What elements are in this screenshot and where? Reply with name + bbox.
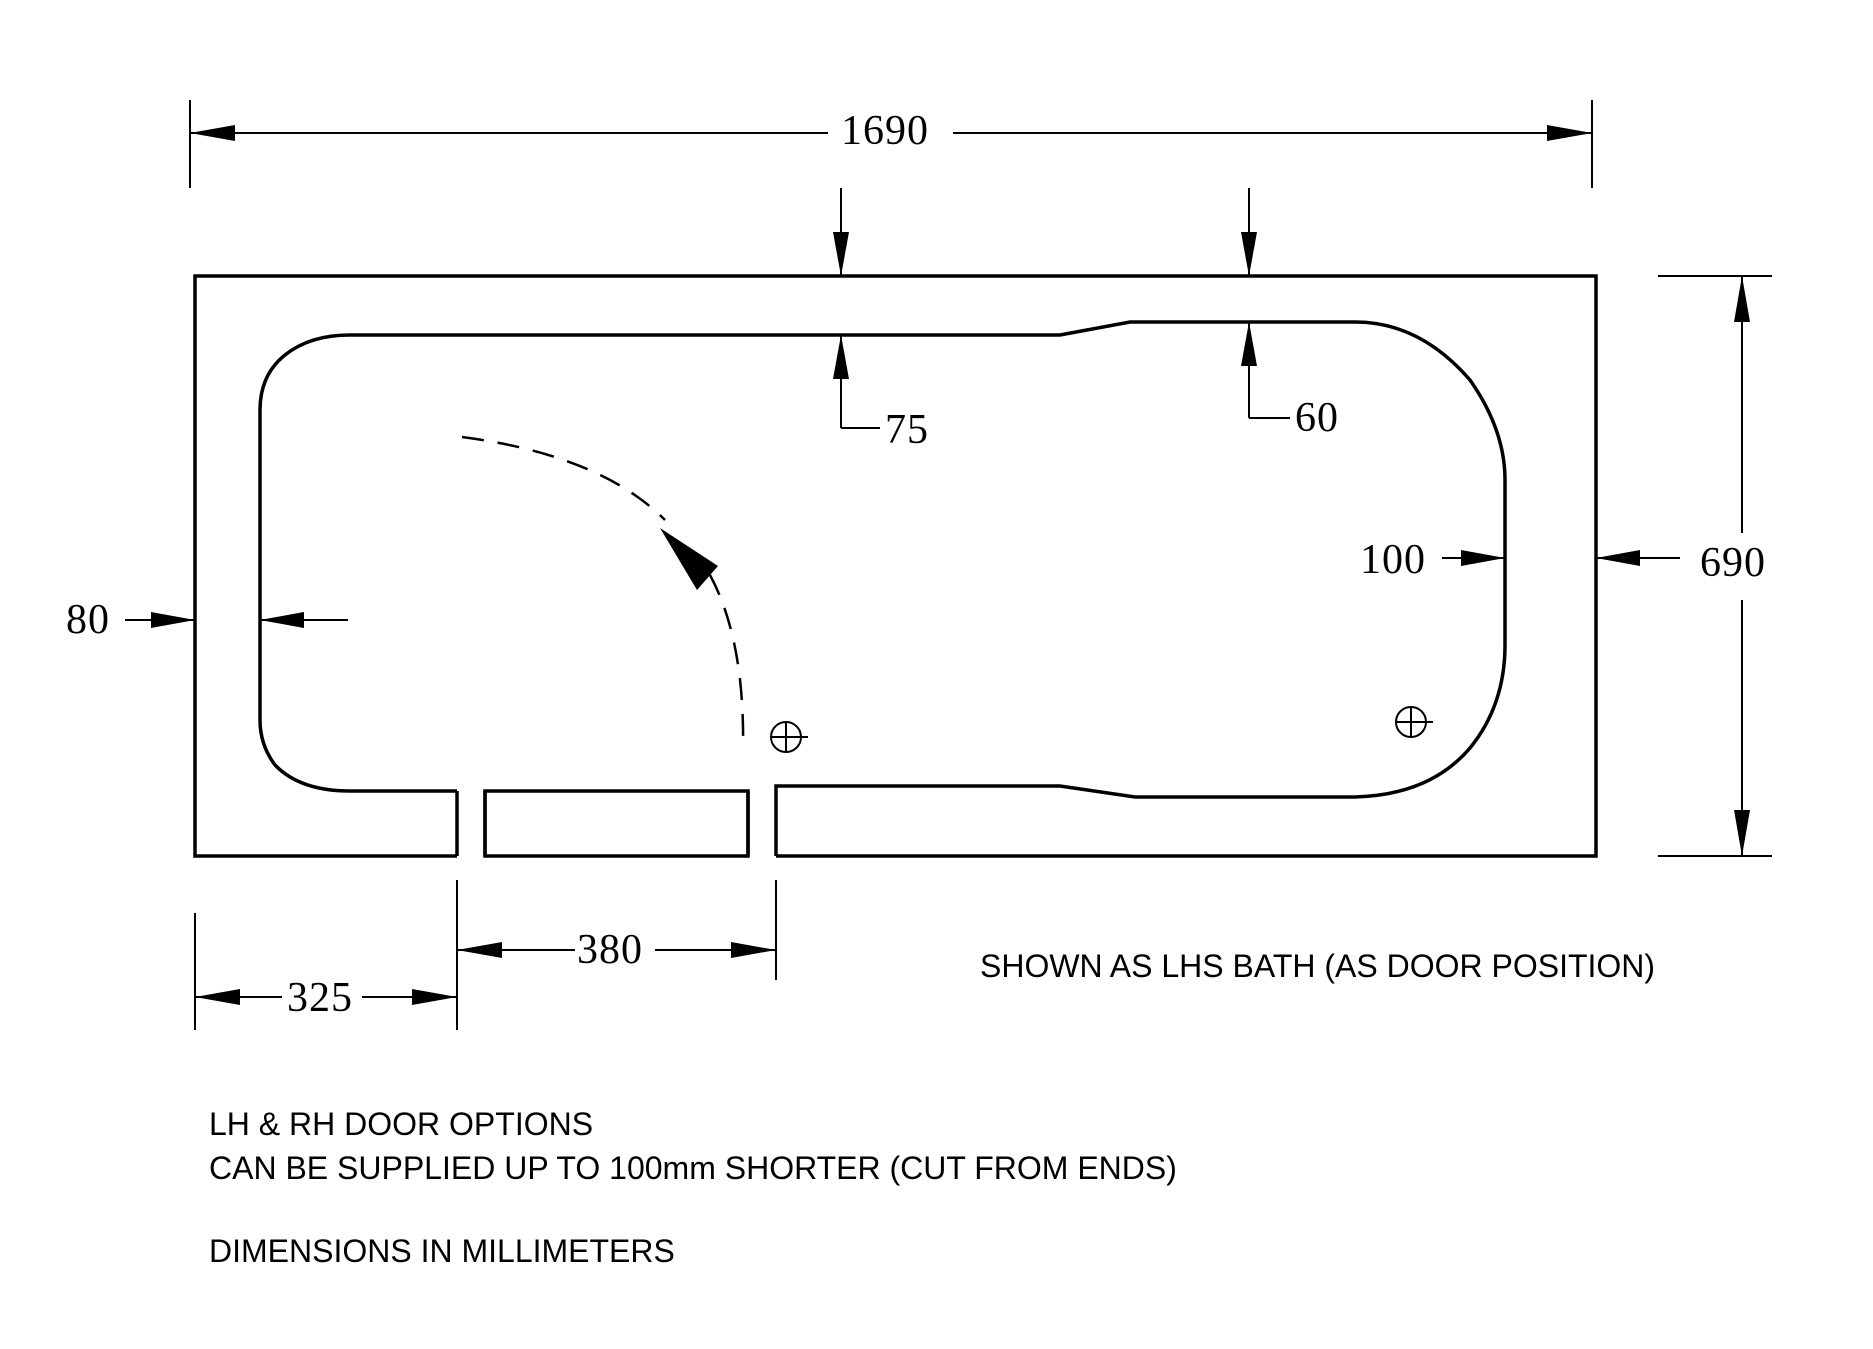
door-panel (483, 789, 750, 858)
bath-inner-basin (258, 320, 1507, 799)
dimension-overall-length: 1690 (189, 100, 1593, 188)
note-door-options: LH & RH DOOR OPTIONS (209, 1106, 593, 1142)
door-swing-arrowhead (660, 528, 718, 590)
dim-label-rim-left: 80 (66, 597, 110, 643)
note-shorter: CAN BE SUPPLIED UP TO 100mm SHORTER (CUT… (209, 1150, 1177, 1186)
note-shown-as: SHOWN AS LHS BATH (AS DOOR POSITION) (980, 948, 1655, 984)
dimension-door-offset: 325 (194, 880, 458, 1030)
dimension-rim-right: 100 (1360, 537, 1680, 583)
dim-label-overall-length: 1690 (841, 108, 929, 154)
dimension-rim-left: 80 (66, 597, 348, 643)
dimension-rim-top-left: 75 (833, 188, 929, 453)
door-swing-indicator (461, 435, 745, 751)
dimension-rim-top-right: 60 (1241, 188, 1339, 441)
note-units: DIMENSIONS IN MILLIMETERS (209, 1233, 675, 1269)
dim-label-door-width: 380 (577, 927, 643, 973)
dim-label-overall-width: 690 (1700, 540, 1766, 586)
waste-symbol-door-end (770, 721, 808, 753)
dimension-overall-width: 690 (1658, 275, 1772, 857)
dim-label-door-offset: 325 (287, 975, 353, 1021)
dim-label-rim-top-right: 60 (1295, 395, 1339, 441)
waste-symbol-far-end (1395, 706, 1433, 738)
dim-label-rim-right: 100 (1360, 537, 1426, 583)
dimension-door-width: 380 (457, 880, 777, 980)
dim-label-rim-top-left: 75 (885, 407, 929, 453)
